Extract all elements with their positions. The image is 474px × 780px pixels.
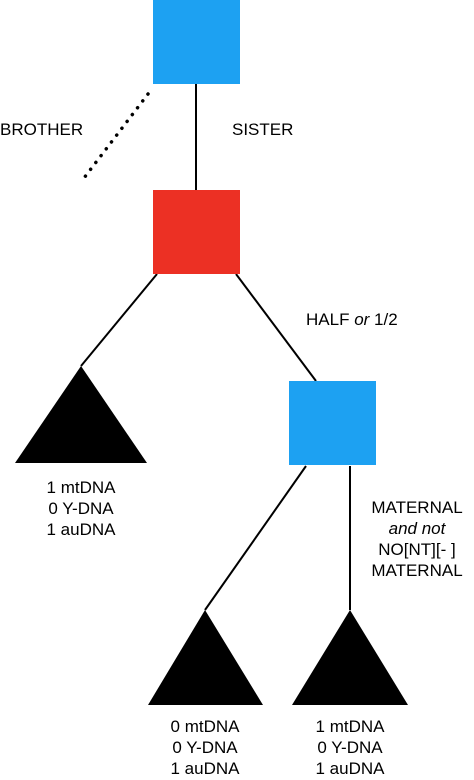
maternal-line2-label: and not: [388, 519, 446, 538]
bottom-right-child-ydna: 0 Y-DNA: [317, 738, 383, 757]
line-to-bottom-left-child: [204, 465, 307, 611]
bottom-right-child-audna: 1 auDNA: [315, 759, 385, 778]
brother-label: BROTHER: [0, 120, 84, 139]
half-label-or: or: [354, 310, 370, 329]
line-to-left-child: [80, 273, 158, 367]
bottom-left-child-triangle: [148, 610, 263, 705]
maternal-line3-label: NO[NT][- ]: [378, 540, 456, 559]
middle-red-square: [153, 190, 240, 274]
left-child-triangle: [15, 366, 147, 463]
half-label: HALF or 1/2: [306, 309, 398, 330]
right-male-square: [289, 381, 376, 465]
bottom-right-child-dna-label: 1 mtDNA 0 Y-DNA 1 auDNA: [290, 716, 410, 779]
maternal-annotation: MATERNAL and not NO[NT][- ] MATERNAL: [360, 497, 474, 581]
sister-label: SISTER: [232, 120, 294, 139]
half-label-suffix: 1/2: [369, 310, 398, 329]
brother-dotted-line: [82, 92, 150, 180]
left-child-mtdna: 1 mtDNA: [46, 478, 116, 497]
bottom-left-child-dna-label: 0 mtDNA 0 Y-DNA 1 auDNA: [145, 716, 265, 779]
top-male-square: [153, 0, 240, 84]
left-child-audna: 1 auDNA: [46, 520, 116, 539]
bottom-left-child-mtdna: 0 mtDNA: [170, 717, 240, 736]
half-label-prefix: HALF: [306, 310, 355, 329]
bottom-left-child-audna: 1 auDNA: [170, 759, 240, 778]
maternal-line1-label: MATERNAL: [371, 498, 463, 517]
bottom-right-child-mtdna: 1 mtDNA: [315, 717, 385, 736]
bottom-left-child-ydna: 0 Y-DNA: [172, 738, 238, 757]
maternal-line4-label: MATERNAL: [371, 561, 463, 580]
bottom-right-child-triangle: [292, 610, 408, 705]
half-line: [235, 273, 317, 382]
left-child-dna-label: 1 mtDNA 0 Y-DNA 1 auDNA: [21, 477, 141, 540]
left-child-ydna: 0 Y-DNA: [48, 499, 114, 518]
